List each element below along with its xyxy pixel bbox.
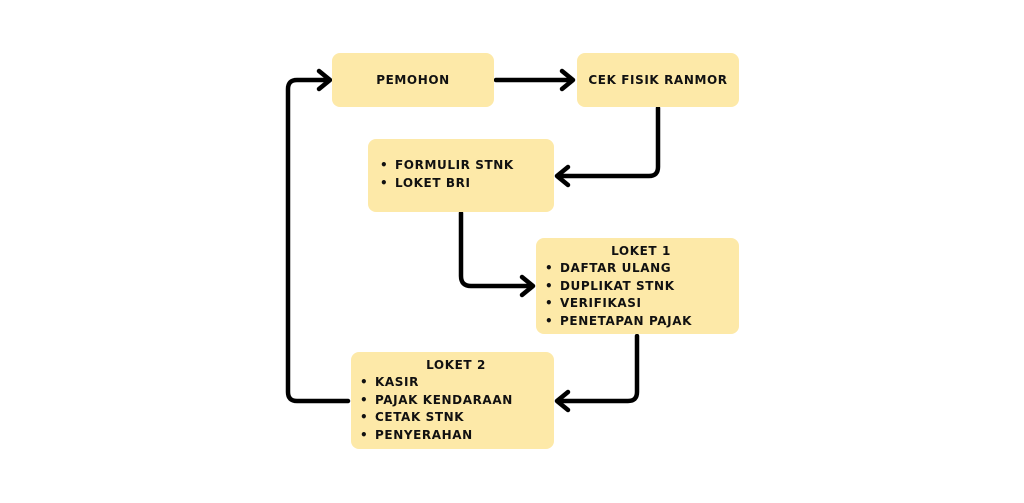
list-item: DUPLIKAT STNK — [543, 278, 739, 296]
list-item: KASIR — [358, 374, 554, 392]
box-loket-2: LOKET 2 KASIR PAJAK KENDARAAN CETAK STNK… — [351, 352, 554, 449]
arrow-loket1-to-loket2 — [554, 333, 640, 413]
list-item: CETAK STNK — [358, 409, 554, 427]
arrow-formulir-to-loket1 — [458, 210, 536, 298]
box-formulir: FORMULIR STNK LOKET BRI — [368, 139, 554, 212]
loket2-title: LOKET 2 — [426, 358, 486, 372]
list-item: FORMULIR STNK — [378, 157, 554, 175]
cek-fisik-label: CEK FISIK RANMOR — [588, 73, 728, 87]
arrow-loket2-to-pemohon — [285, 68, 351, 404]
list-item: PENYERAHAN — [358, 427, 554, 445]
list-item: LOKET BRI — [378, 175, 554, 193]
arrow-cek-fisik-to-formulir — [554, 105, 661, 188]
list-item: DAFTAR ULANG — [543, 260, 739, 278]
arrow-pemohon-to-cek-fisik — [493, 68, 576, 92]
loket1-title: LOKET 1 — [611, 244, 671, 258]
loket2-list: KASIR PAJAK KENDARAAN CETAK STNK PENYERA… — [358, 374, 554, 444]
box-loket-1: LOKET 1 DAFTAR ULANG DUPLIKAT STNK VERIF… — [536, 238, 739, 334]
list-item: VERIFIKASI — [543, 295, 739, 313]
loket1-list: DAFTAR ULANG DUPLIKAT STNK VERIFIKASI PE… — [543, 260, 739, 330]
list-item: PAJAK KENDARAAN — [358, 392, 554, 410]
box-pemohon: PEMOHON — [332, 53, 494, 107]
list-item: PENETAPAN PAJAK — [543, 313, 739, 331]
pemohon-label: PEMOHON — [376, 73, 450, 87]
formulir-list: FORMULIR STNK LOKET BRI — [378, 157, 554, 192]
box-cek-fisik-ranmor: CEK FISIK RANMOR — [577, 53, 739, 107]
